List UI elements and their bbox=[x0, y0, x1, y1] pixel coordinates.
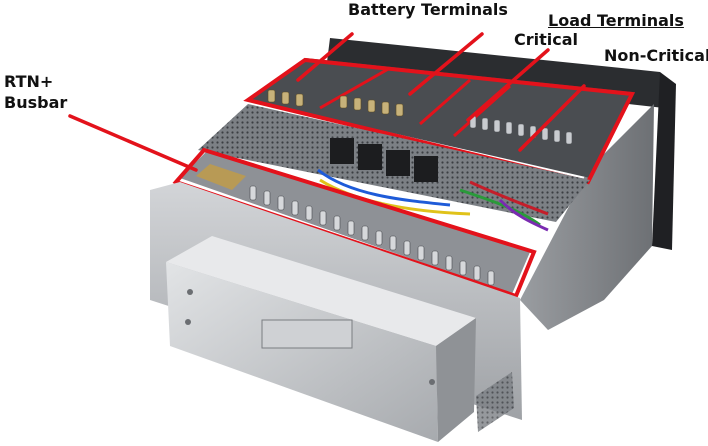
label-load-terminals: Load Terminals bbox=[548, 11, 684, 30]
battery-terminal-studs bbox=[267, 89, 404, 117]
label-non-critical: Non-Critical bbox=[604, 46, 708, 65]
label-critical: Critical bbox=[514, 30, 579, 49]
label-battery-terminals: Battery Terminals bbox=[348, 0, 508, 19]
breaker-blocks bbox=[330, 138, 438, 182]
leader-lines bbox=[68, 32, 586, 172]
label-busbar: Busbar bbox=[4, 93, 68, 112]
label-rtn: RTN+ bbox=[4, 72, 54, 91]
vent-grille bbox=[476, 372, 514, 432]
busbar-studs bbox=[249, 185, 495, 286]
chassis-side-panel bbox=[520, 104, 654, 330]
wiring-harness bbox=[317, 168, 549, 232]
front-cable-box bbox=[166, 236, 476, 442]
